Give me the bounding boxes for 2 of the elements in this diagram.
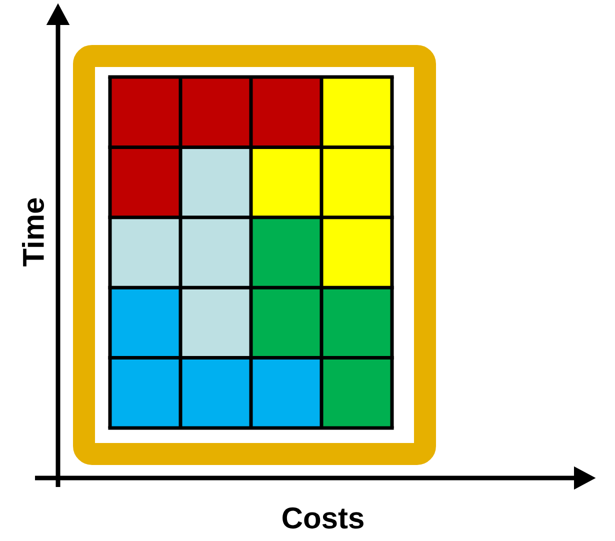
axis-label: Costs [282,507,364,529]
axis-label: Time [22,198,44,266]
